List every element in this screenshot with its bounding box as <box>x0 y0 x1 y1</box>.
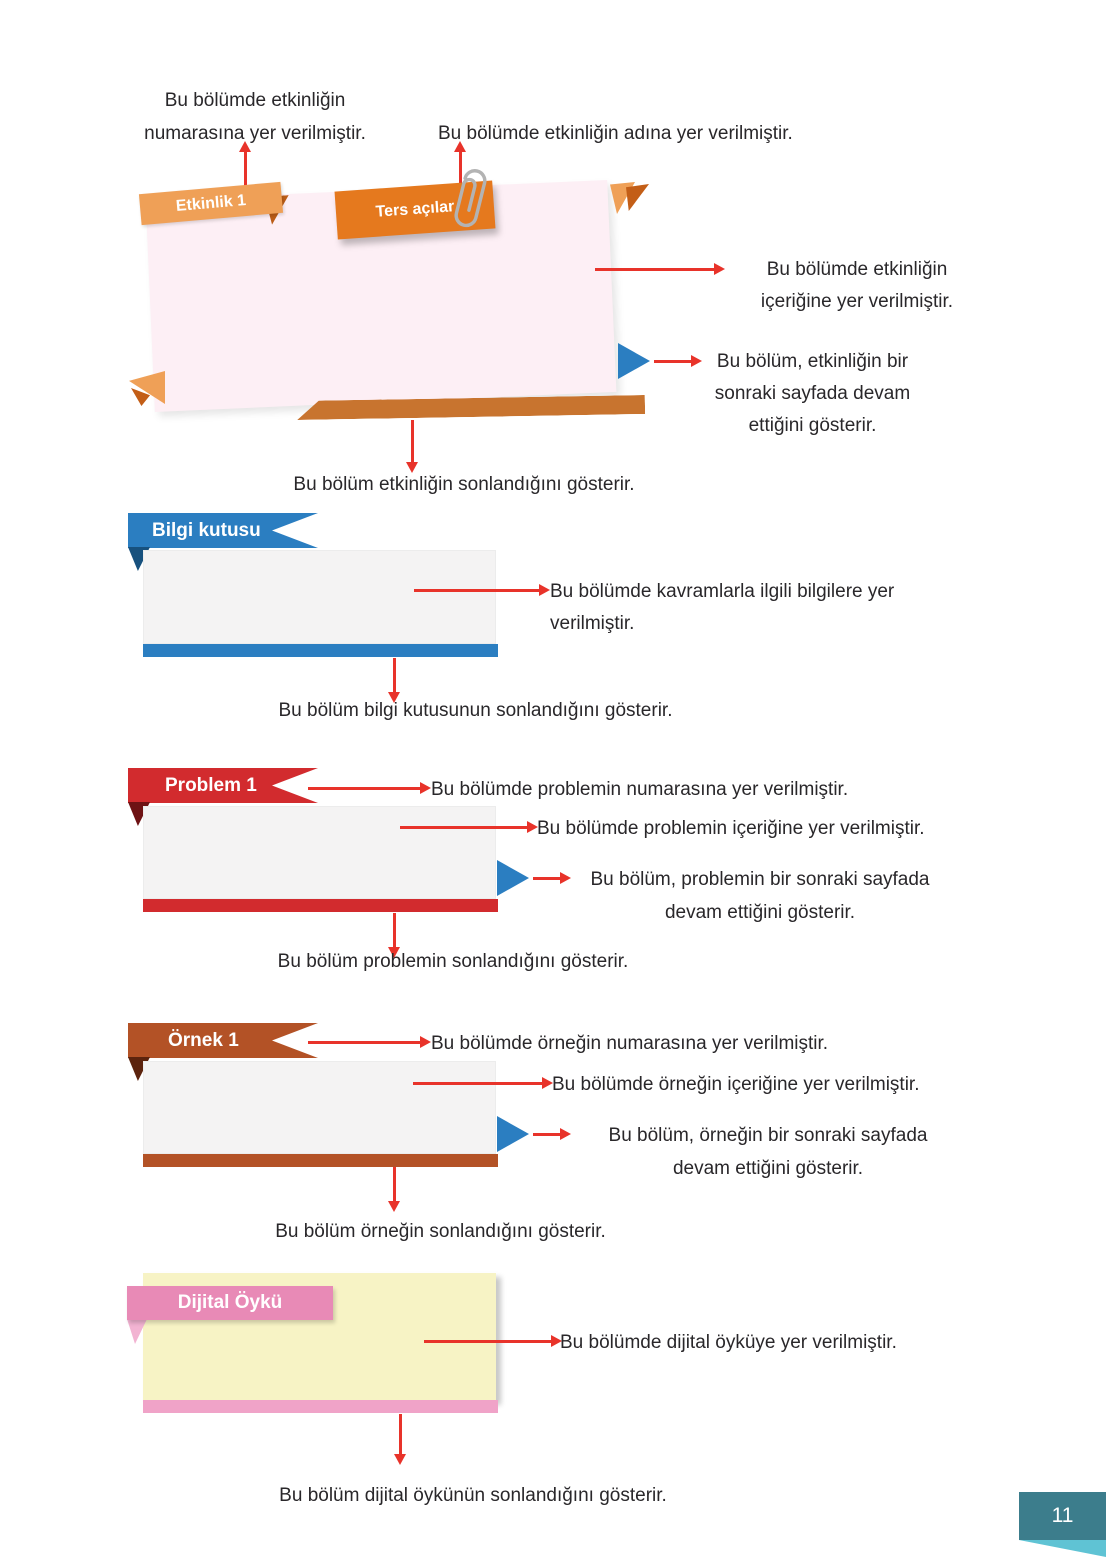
example-number-note: Bu bölümde örneğin numarasına yer verilm… <box>431 1033 829 1054</box>
example-continue-note: Bu bölüm, örneğin bir sonraki sayfada de… <box>608 1125 928 1179</box>
problem-box <box>143 806 496 899</box>
info-box <box>143 550 496 644</box>
activity-number-note: Bu bölümde etkinliğin numarasına yer ver… <box>144 90 366 144</box>
continue-triangle-icon-example <box>497 1116 529 1152</box>
problem-number-note: Bu bölümde problemin numarasına yer veri… <box>431 779 849 800</box>
example-end-bar <box>143 1154 498 1167</box>
example-end-note: Bu bölüm örneğin sonlandığını gösterir. <box>275 1221 606 1242</box>
activity-end-note: Bu bölüm etkinliğin sonlandığını gösteri… <box>293 474 635 495</box>
example-banner: Örnek 1 <box>128 1023 318 1058</box>
story-end-note: Bu bölüm dijital öykünün sonlandığını gö… <box>279 1485 667 1506</box>
right-arrow-problem-content <box>400 826 528 829</box>
down-arrow-activity-end <box>411 420 414 464</box>
continue-triangle-icon-problem <box>497 860 529 896</box>
page-number-wedge <box>1019 1540 1106 1557</box>
down-arrow-problem-end <box>393 913 396 949</box>
story-end-bar <box>143 1400 498 1413</box>
right-arrow-activity-content <box>595 268 715 271</box>
activity-content-note: Bu bölümde etkinliğin içeriğine yer veri… <box>760 259 954 312</box>
example-box <box>143 1061 496 1154</box>
activity-fold-top-right-dark <box>626 184 649 211</box>
right-arrow-info-content <box>414 589 540 592</box>
down-arrow-info-end <box>393 658 396 694</box>
activity-fold-bottom-left-light <box>129 371 165 404</box>
info-content-note: Bu bölümde kavramlarla ilgili bilgilere … <box>550 581 895 634</box>
paperclip-icon <box>440 152 502 240</box>
down-arrow-story-end <box>399 1414 402 1456</box>
problem-end-note: Bu bölüm problemin sonlandığını gösterir… <box>277 951 629 972</box>
right-arrow-activity-continue <box>654 360 692 363</box>
down-arrow-example-end <box>393 1167 396 1203</box>
continue-triangle-icon-activity <box>618 343 650 379</box>
info-banner: Bilgi kutusu <box>128 513 318 548</box>
info-end-note: Bu bölüm bilgi kutusunun sonlandığını gö… <box>278 700 673 721</box>
example-content-note: Bu bölümde örneğin içeriğine yer verilmi… <box>552 1074 920 1095</box>
story-banner: Dijital Öykü <box>127 1286 333 1320</box>
page-number-badge: 11 <box>1019 1492 1106 1540</box>
problem-continue-note: Bu bölüm, problemin bir sonraki sayfada … <box>590 869 930 923</box>
activity-name-note: Bu bölümde etkinliğin adına yer verilmiş… <box>438 123 793 144</box>
problem-banner: Problem 1 <box>128 768 318 803</box>
right-arrow-problem-number <box>308 787 421 790</box>
problem-end-bar <box>143 899 498 912</box>
right-arrow-problem-continue <box>533 877 561 880</box>
activity-continue-note: Bu bölüm, etkinliğin bir sonraki sayfada… <box>714 351 911 436</box>
problem-content-note: Bu bölümde problemin içeriğine yer veril… <box>537 818 925 839</box>
story-content-note: Bu bölümde dijital öyküye yer verilmişti… <box>560 1332 897 1353</box>
right-arrow-story-content <box>424 1340 552 1343</box>
right-arrow-example-content <box>413 1082 543 1085</box>
info-end-bar <box>143 644 498 657</box>
up-arrow-activity-number <box>244 150 247 212</box>
right-arrow-example-continue <box>533 1133 561 1136</box>
right-arrow-example-number <box>308 1041 421 1044</box>
